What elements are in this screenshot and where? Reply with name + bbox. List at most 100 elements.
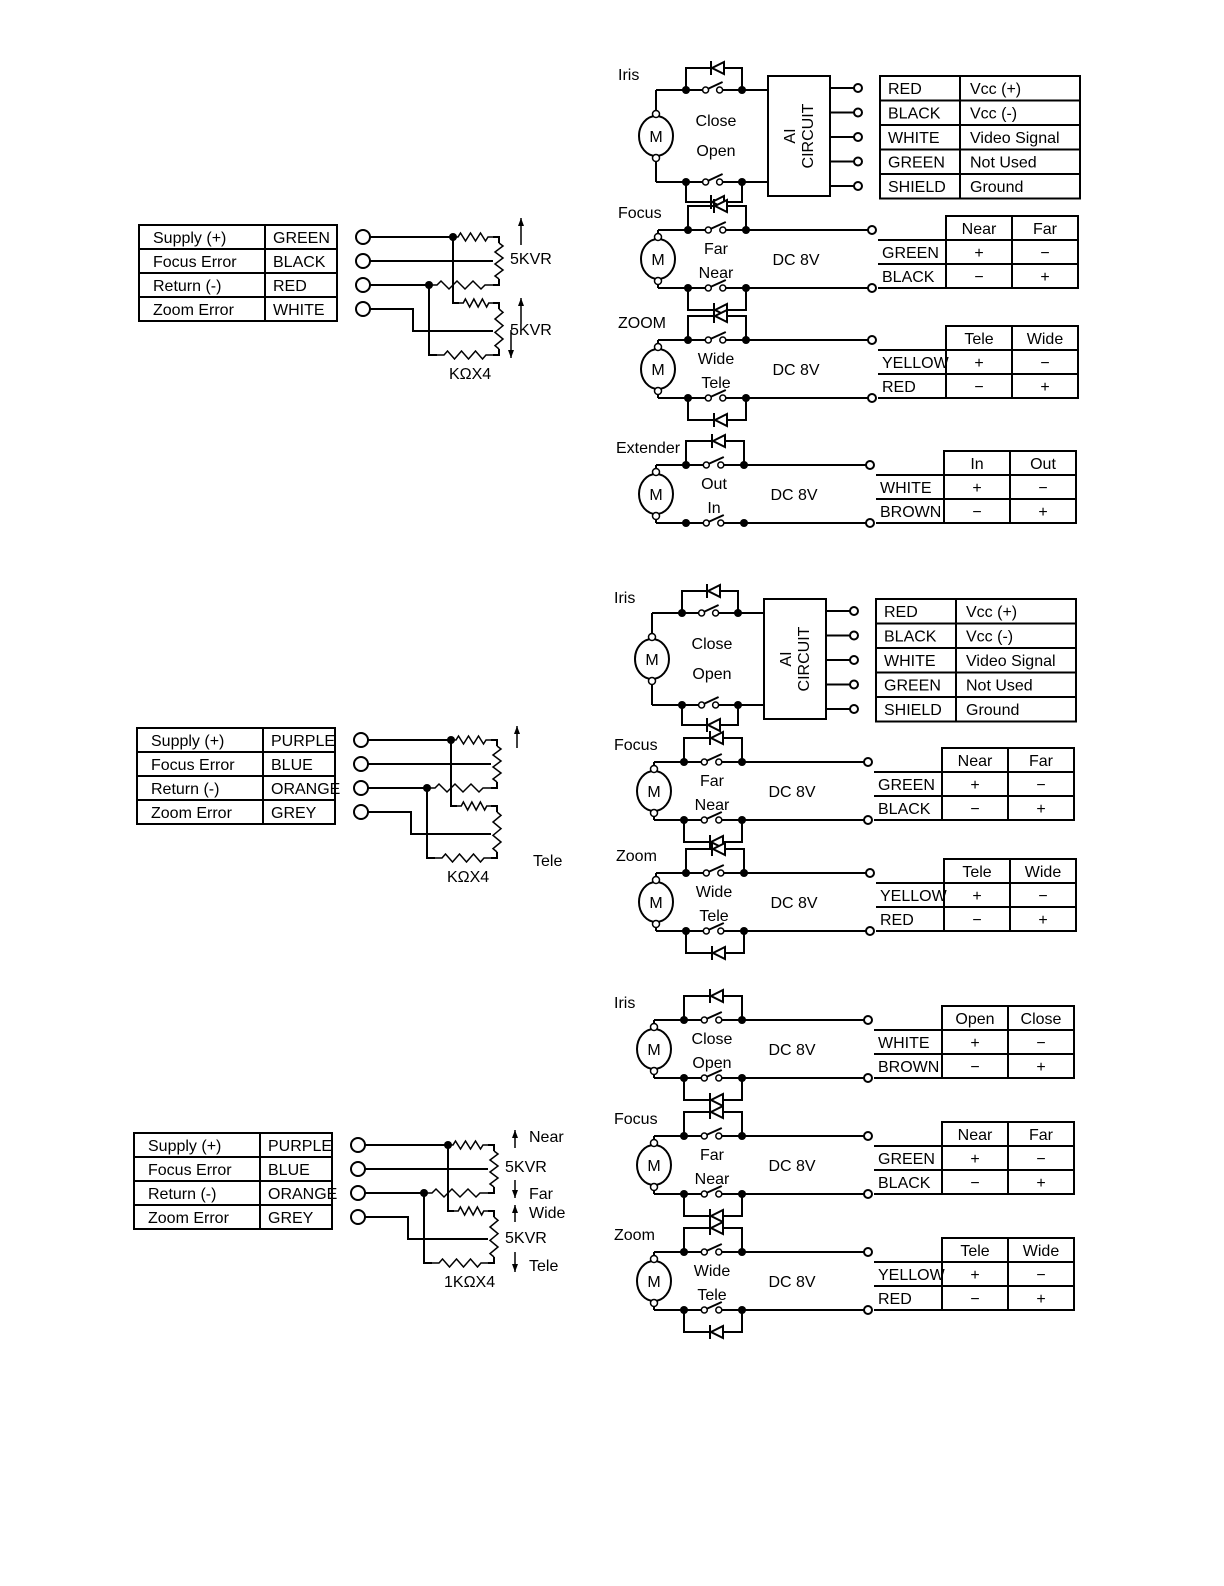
terminal-icon — [853, 181, 863, 191]
column-header: Far — [1029, 1127, 1054, 1144]
switch-icon — [686, 173, 742, 186]
diode-icon — [710, 841, 726, 857]
voltage-label: DC 8V — [772, 252, 819, 269]
vr-label: Far — [529, 1186, 554, 1203]
wire-color: GREEN — [878, 1151, 935, 1168]
motor-brush — [653, 386, 663, 396]
column-header: Near — [962, 221, 997, 238]
wire-color: GREEN — [888, 155, 945, 172]
switch-contact — [715, 178, 724, 186]
motor-icon: M — [636, 1020, 672, 1078]
terminal-icon — [353, 804, 369, 820]
terminal-icon — [865, 868, 875, 878]
signal-name: Return (-) — [151, 781, 219, 798]
resistor-icon — [427, 782, 491, 794]
table-row: BLACK−+ — [878, 801, 1046, 818]
vr-labels: Tele — [514, 726, 562, 870]
wire — [687, 398, 747, 421]
motor-brush — [649, 1254, 659, 1264]
wire — [450, 740, 457, 807]
terminal-icon — [353, 780, 369, 796]
wire-color: GREEN — [878, 777, 935, 794]
wire — [709, 389, 727, 398]
wire — [707, 81, 724, 90]
direction-label: Tele — [697, 1287, 726, 1304]
wire-color: WHITE — [880, 480, 932, 497]
wire-color: BLACK — [884, 629, 937, 646]
wire — [705, 753, 723, 762]
direction-label: Far — [700, 773, 725, 790]
wire — [491, 852, 498, 859]
wire-function: Vcc (-) — [966, 629, 1013, 646]
resistor-icon — [451, 734, 491, 746]
circuit-label-line: CIRCUIT — [800, 103, 817, 168]
table-row: BLACK Vcc (-) — [884, 629, 1013, 646]
switch-contact — [697, 701, 706, 709]
wire — [705, 1301, 723, 1310]
switch-contact — [700, 1306, 709, 1314]
polarity-value: + — [972, 888, 981, 905]
variable-resistor-icon — [493, 242, 505, 280]
switch-contact — [717, 461, 725, 469]
diode-triangle — [708, 1208, 724, 1224]
switch-contact — [700, 1190, 709, 1198]
polarity-value: − — [1040, 355, 1049, 372]
signal-name: Return (-) — [153, 278, 221, 295]
arrow-head — [518, 218, 524, 226]
polarity-value: + — [974, 245, 983, 262]
switch-icon — [688, 221, 746, 234]
switch-icon — [682, 696, 738, 709]
motor-icon: M — [634, 613, 670, 705]
switch-contact — [702, 869, 711, 877]
motor-brush — [647, 676, 657, 686]
resistor-icon — [435, 852, 491, 864]
resistor-icon — [437, 349, 493, 361]
motor-brush — [649, 1066, 659, 1076]
wire — [447, 1145, 454, 1212]
resistor-icon — [448, 1139, 488, 1151]
table-row: BLACK−+ — [878, 1175, 1046, 1192]
switch-contact — [715, 816, 723, 824]
wire — [488, 1144, 495, 1151]
signal-name: Supply (+) — [153, 230, 226, 247]
wire-color: ORANGE — [268, 1186, 337, 1203]
motor-brush — [651, 467, 661, 477]
polarity-value: + — [970, 777, 979, 794]
motor-brush — [651, 919, 661, 929]
wire-color: WHITE — [884, 653, 936, 670]
wire-function: Not Used — [966, 678, 1033, 695]
arrow-head — [508, 350, 514, 358]
motor-icon: M — [638, 465, 674, 523]
switch-contact — [702, 519, 711, 527]
switch-icon — [684, 1069, 742, 1082]
switch-contact — [704, 394, 713, 402]
diode-triangle — [705, 717, 721, 733]
resistor-icon — [432, 1257, 488, 1269]
motor-icon: M — [638, 90, 674, 182]
motor-label: Zoom — [616, 848, 657, 865]
table-row: Supply (+)PURPLE — [151, 733, 335, 750]
switch-contact — [715, 1190, 723, 1198]
switch-icon — [682, 604, 738, 617]
resistor-value-label: KΩX4 — [447, 869, 489, 886]
motor-brush — [651, 153, 661, 163]
column-header: Close — [1021, 1011, 1062, 1028]
diode-triangle — [712, 412, 728, 428]
wire-color: GREEN — [884, 678, 941, 695]
wire — [683, 820, 743, 843]
variable-resistor-icon — [488, 1150, 500, 1188]
table-row: BROWN−+ — [880, 504, 1048, 521]
switch-contact — [700, 1248, 709, 1256]
diode-icon — [708, 1220, 724, 1236]
motor-brush — [649, 1022, 659, 1032]
table-row: Return (-)ORANGE — [151, 781, 340, 798]
switch-icon — [686, 456, 744, 469]
resistor-value-label: 1KΩX4 — [444, 1274, 495, 1291]
wire-color: BLUE — [268, 1162, 310, 1179]
diode-icon — [710, 433, 726, 449]
